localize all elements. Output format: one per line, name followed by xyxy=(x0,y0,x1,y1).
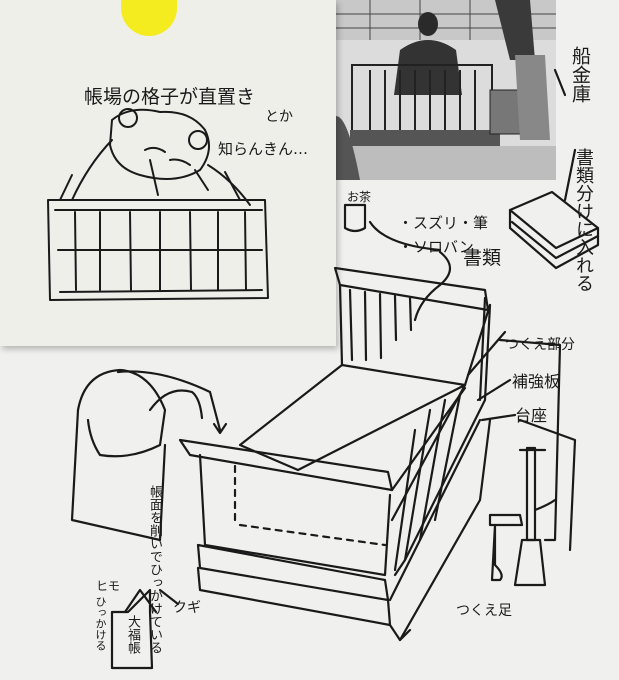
manga-panel-art xyxy=(330,0,556,180)
label-hokyouban: 補強板 xyxy=(512,372,561,391)
sticky-note: 帳場の格子が直置き とか 知らんきん… xyxy=(0,0,336,346)
label-hikkakeru: ひっかける xyxy=(94,596,107,651)
sticky-line-3: 知らんきん… xyxy=(218,140,309,158)
label-choumen: 帳面を削いでひっかけている xyxy=(147,485,162,654)
label-daiza: 台座 xyxy=(515,406,548,425)
sticky-line-1: 帳場の格子が直置き xyxy=(84,86,256,108)
label-shorui-wake: 書類分けに入れる xyxy=(573,148,594,292)
label-shorui: 書類 xyxy=(463,247,502,269)
label-tsukue-ashi: つくえ足 xyxy=(456,603,512,619)
sticky-line-2: とか xyxy=(265,109,293,125)
sticky-sketch xyxy=(47,108,269,301)
label-daifukuchou: 大福帳 xyxy=(125,615,140,654)
label-funa-kinko: 船金庫 xyxy=(569,46,591,103)
label-himo: ヒモ xyxy=(96,579,121,593)
label-ocha: お茶 xyxy=(347,190,372,204)
label-suzuri-fude: ・スズリ・筆 xyxy=(398,214,489,232)
label-soroban: ・ソロバン xyxy=(398,238,474,256)
label-kugi: クギ xyxy=(173,600,201,616)
label-tsukue-bubun: つくえ部分 xyxy=(505,337,575,353)
manga-panel xyxy=(330,0,556,180)
